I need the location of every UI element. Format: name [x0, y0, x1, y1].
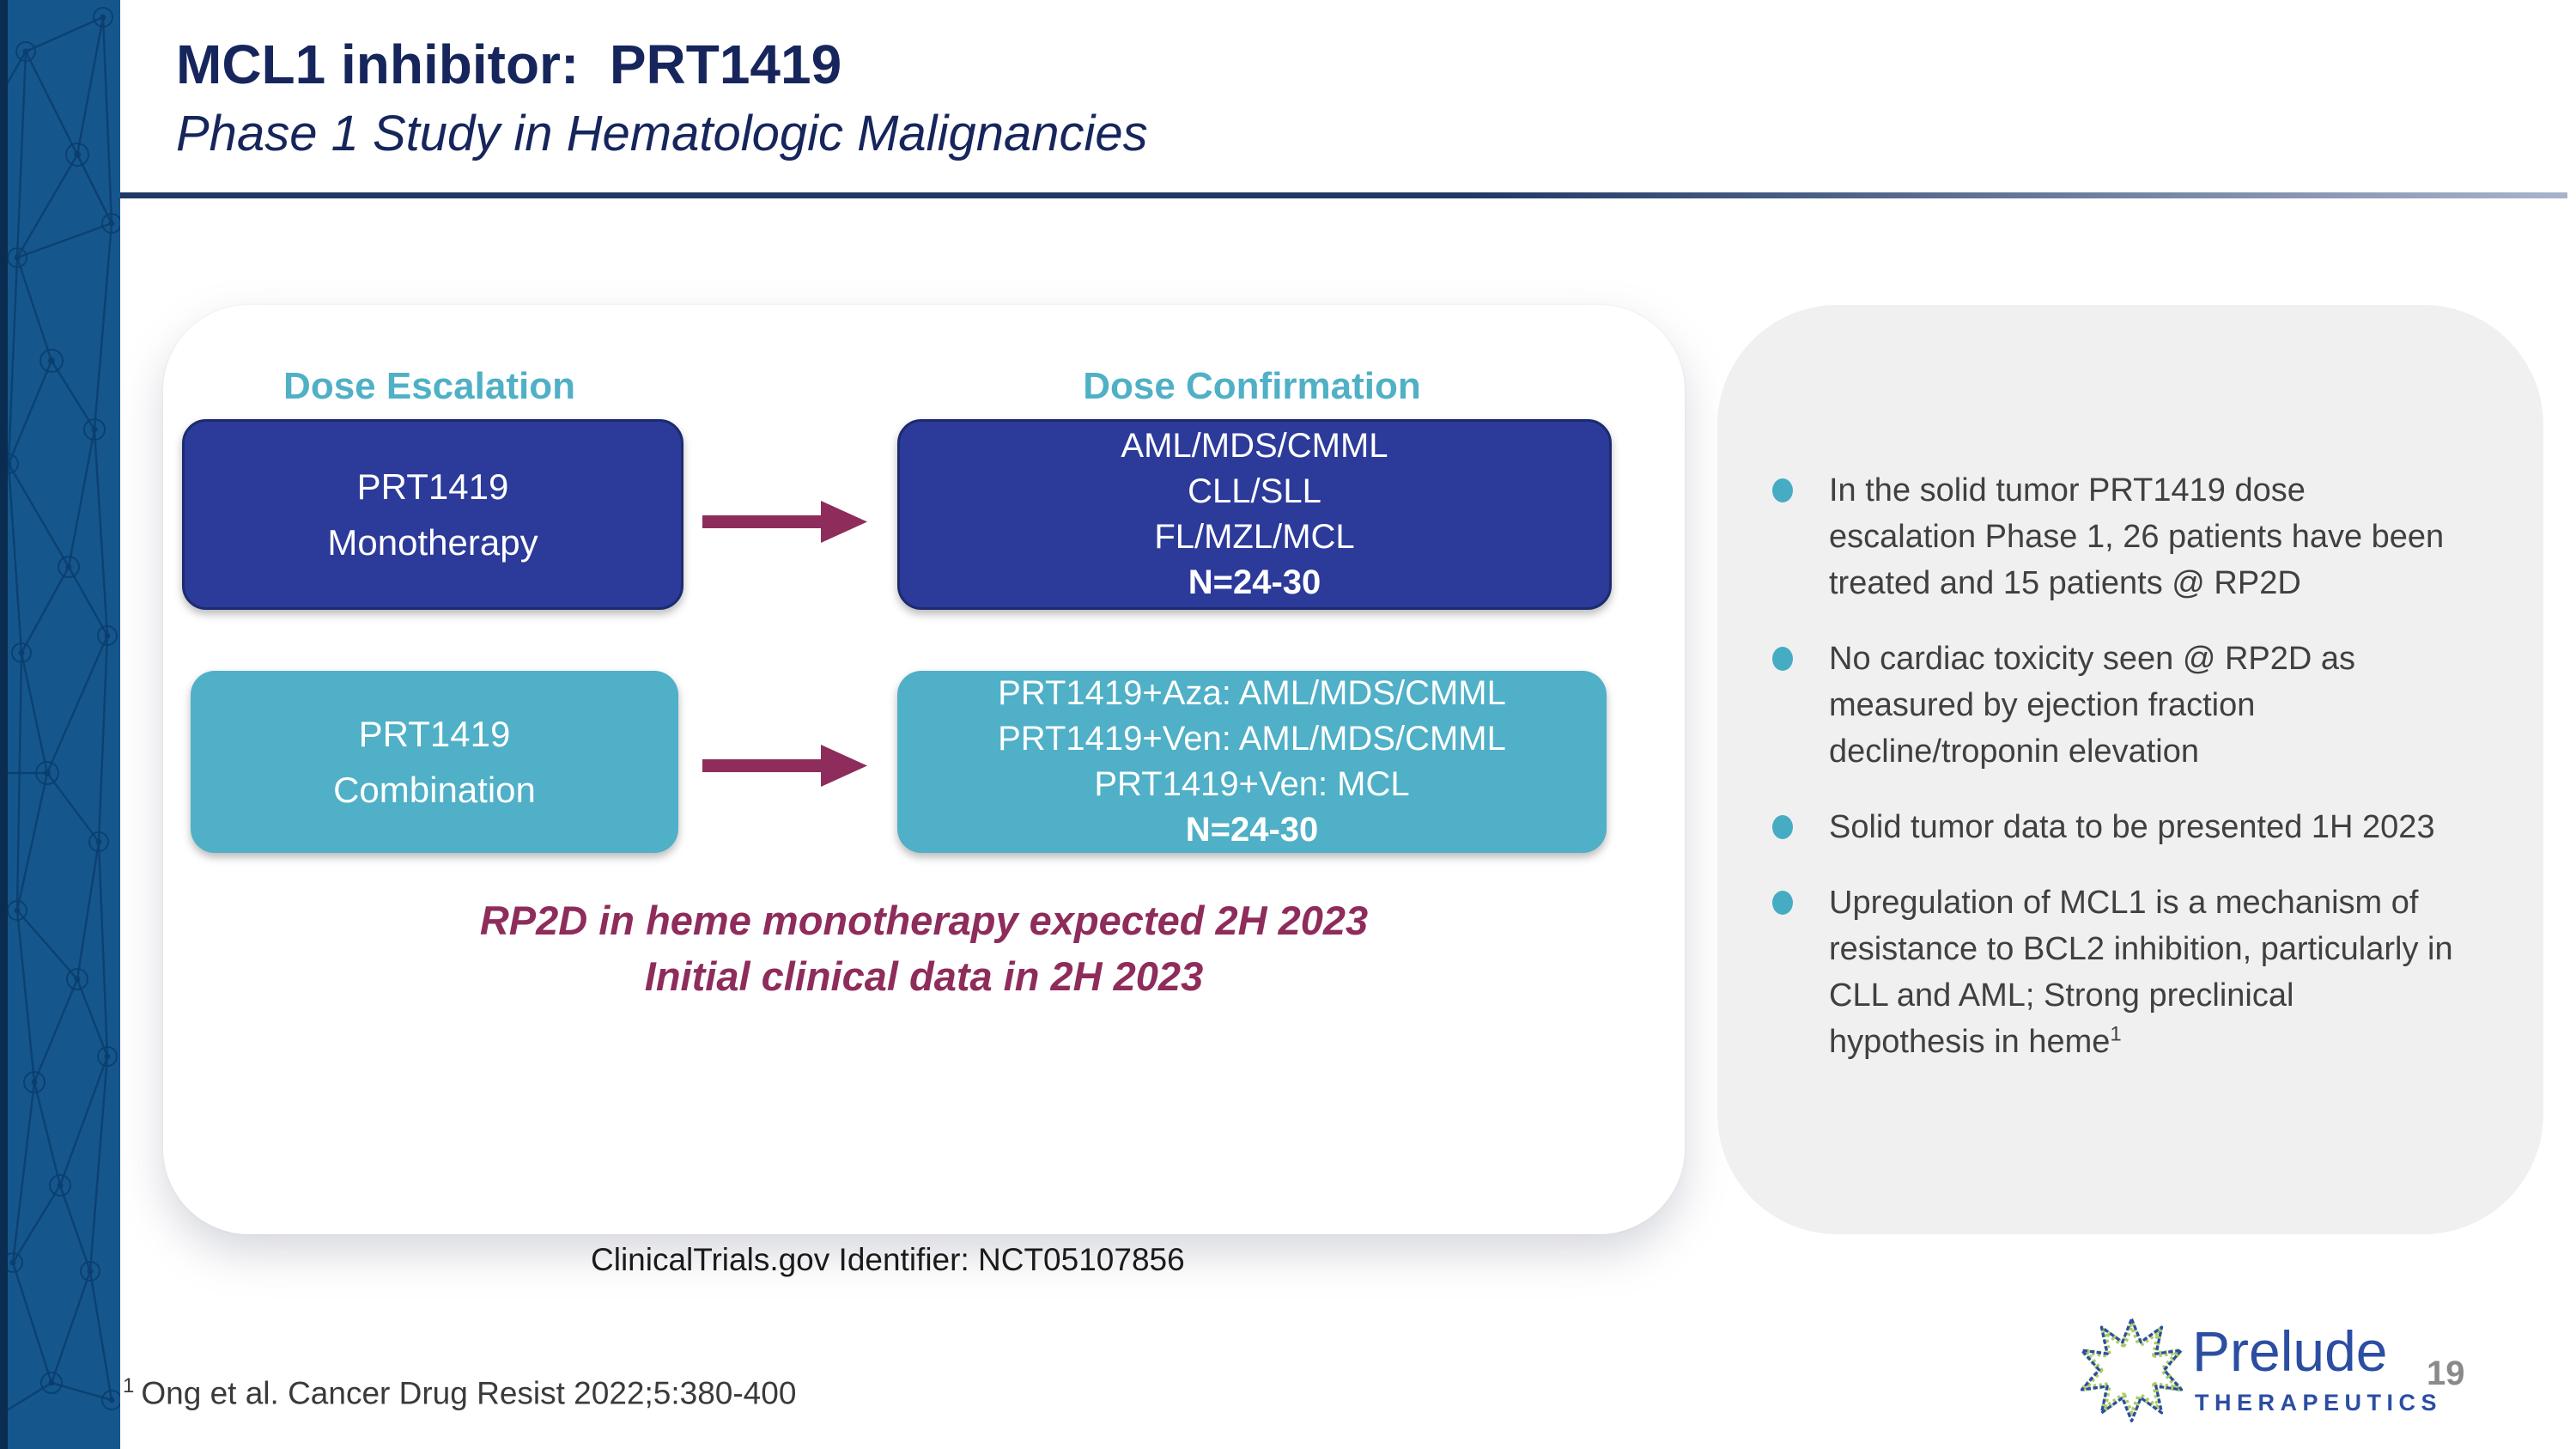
star-logo-icon — [2080, 1317, 2184, 1423]
confirmation-line: AML/MDS/CMML — [1121, 427, 1388, 466]
page-subtitle: Phase 1 Study in Hematologic Malignancie… — [176, 106, 1148, 161]
logo-wordmark: Prelude — [2192, 1319, 2388, 1383]
study-flow-card: Dose Escalation Dose Confirmation PRT141… — [163, 305, 1685, 1234]
list-item: In the solid tumor PRT1419 dose escalati… — [1772, 468, 2456, 607]
monotherapy-box-line1: PRT1419 — [356, 466, 509, 507]
timeline-callout: RP2D in heme monotherapy expected 2H 202… — [232, 893, 1616, 1005]
bullet-dot-icon — [1772, 646, 1793, 671]
arrow-right-icon — [702, 501, 867, 543]
confirmation-line: PRT1419+Ven: AML/MDS/CMML — [998, 720, 1506, 758]
monotherapy-confirmation-box: AML/MDS/CMML CLL/SLL FL/MZL/MCL N=24-30 — [897, 419, 1612, 610]
list-item: Upregulation of MCL1 is a mechanism of r… — [1772, 880, 2456, 1066]
bullet-text: No cardiac toxicity seen @ RP2D as measu… — [1829, 640, 2356, 770]
bullet-dot-icon — [1772, 478, 1793, 502]
list-item: No cardiac toxicity seen @ RP2D as measu… — [1772, 636, 2456, 776]
title-divider — [120, 192, 2567, 198]
footnote-text: Ong et al. Cancer Drug Resist 2022;5:380… — [141, 1375, 797, 1411]
list-item: Solid tumor data to be presented 1H 2023 — [1772, 805, 2456, 851]
timeline-callout-line2: Initial clinical data in 2H 2023 — [644, 953, 1204, 999]
monotherapy-box: PRT1419 Monotherapy — [182, 419, 683, 610]
network-pattern-icon — [0, 7, 120, 1416]
clinical-trial-identifier: ClinicalTrials.gov Identifier: NCT051078… — [591, 1242, 1185, 1277]
bullet-dot-icon — [1772, 890, 1793, 915]
bullet-dot-icon — [1772, 814, 1793, 839]
confirmation-n: N=24-30 — [1188, 563, 1321, 601]
arrow-right-icon — [702, 745, 867, 787]
timeline-callout-line1: RP2D in heme monotherapy expected 2H 202… — [479, 898, 1369, 943]
bullet-text: In the solid tumor PRT1419 dose escalati… — [1829, 472, 2445, 601]
highlights-list: In the solid tumor PRT1419 dose escalati… — [1717, 468, 2543, 1094]
dose-escalation-header: Dose Escalation — [283, 365, 575, 407]
bullet-superscript: 1 — [2110, 1021, 2122, 1045]
confirmation-line: FL/MZL/MCL — [1154, 518, 1355, 556]
combination-box: PRT1419 Combination — [191, 671, 678, 853]
highlights-card: In the solid tumor PRT1419 dose escalati… — [1717, 305, 2543, 1234]
footnote-marker: 1 — [123, 1374, 135, 1397]
monotherapy-box-line2: Monotherapy — [327, 522, 538, 563]
sidebar-accent — [0, 0, 120, 1449]
dose-confirmation-header: Dose Confirmation — [1083, 365, 1421, 407]
bullet-text: Solid tumor data to be presented 1H 2023 — [1829, 808, 2435, 845]
title-block: MCL1 inhibitor: PRT1419 Phase 1 Study in… — [176, 33, 1148, 162]
confirmation-line: PRT1419+Ven: MCL — [1094, 765, 1410, 803]
page-title: MCL1 inhibitor: PRT1419 — [176, 33, 842, 95]
sidebar-edge-strip — [0, 0, 8, 1449]
footnote: 1 Ong et al. Cancer Drug Resist 2022;5:38… — [123, 1374, 796, 1411]
combination-box-line2: Combination — [333, 770, 536, 810]
confirmation-line: CLL/SLL — [1188, 472, 1321, 511]
combination-box-line1: PRT1419 — [358, 713, 511, 754]
prelude-logo: Prelude THERAPEUTICS — [2074, 1306, 2477, 1434]
confirmation-n: N=24-30 — [1185, 810, 1319, 849]
logo-subtext: THERAPEUTICS — [2195, 1390, 2443, 1416]
page-number: 19 — [2427, 1355, 2465, 1392]
confirmation-line: PRT1419+Aza: AML/MDS/CMML — [998, 674, 1506, 713]
combination-confirmation-box: PRT1419+Aza: AML/MDS/CMML PRT1419+Ven: A… — [897, 671, 1607, 853]
bullet-text: Upregulation of MCL1 is a mechanism of r… — [1829, 884, 2453, 1060]
